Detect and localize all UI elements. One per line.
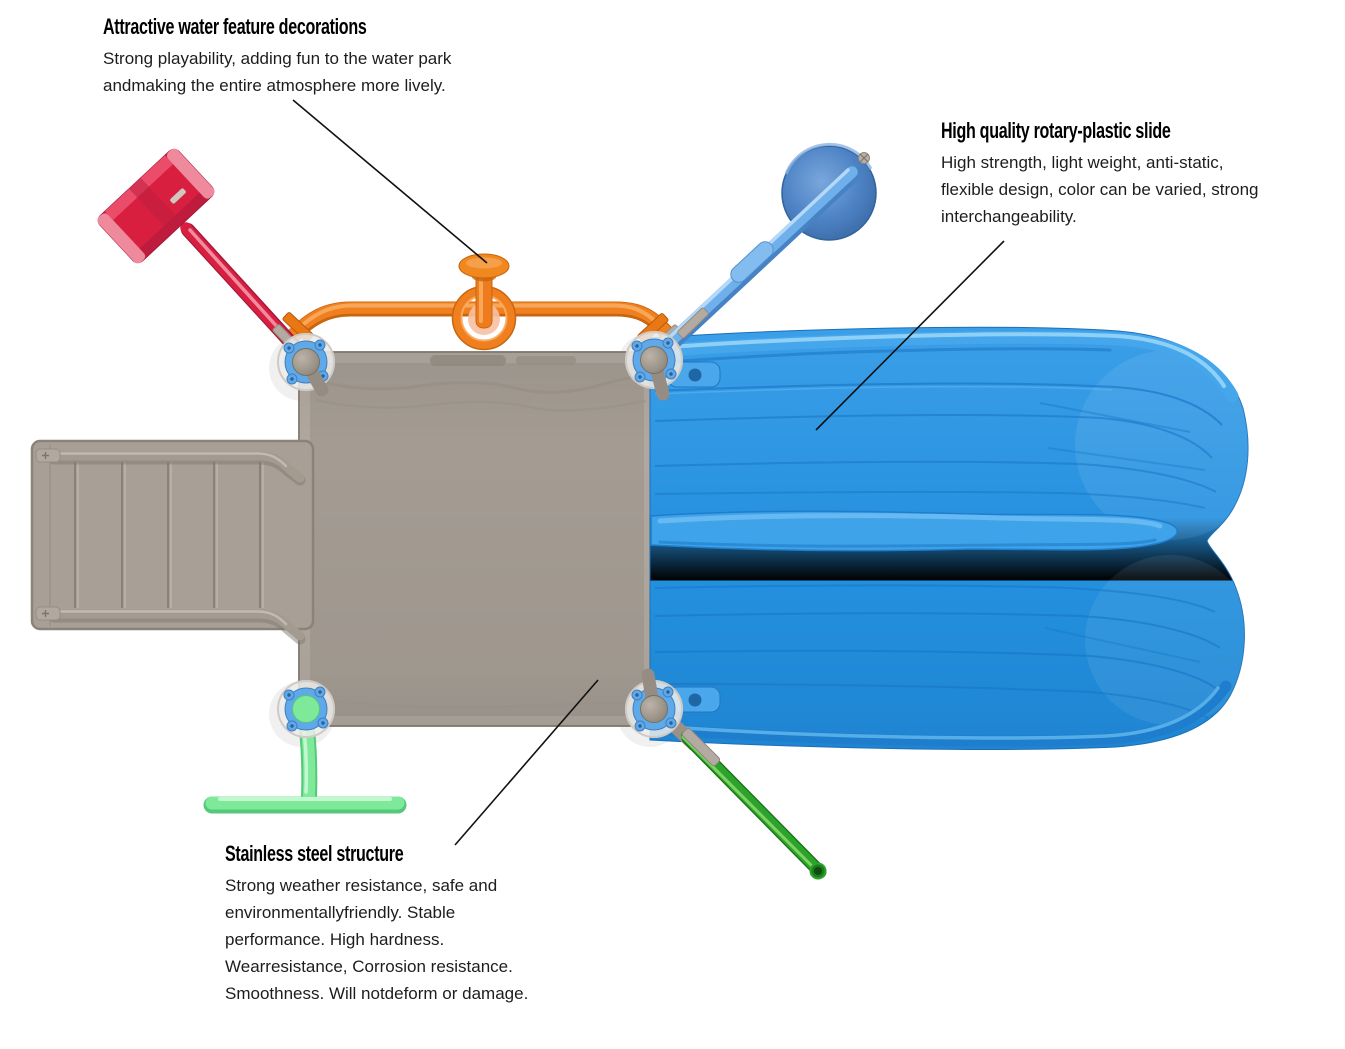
tab-hole xyxy=(688,693,702,707)
red-spinner xyxy=(97,148,311,364)
annotation-title: Stainless steel structure xyxy=(225,841,404,866)
pole-sleeve xyxy=(730,241,774,283)
slide-bottom-rail xyxy=(650,680,1232,747)
green-spray-pipe xyxy=(653,705,827,880)
annotation-structure: Stainless steel structure Strong weather… xyxy=(225,841,655,1007)
leader-line-water-feature xyxy=(292,99,488,264)
spinner-pin xyxy=(170,188,186,204)
annotation-slide: High quality rotary-plastic slide High s… xyxy=(941,118,1341,230)
platform-top-slots xyxy=(430,355,576,366)
corner-joint-bottom-right xyxy=(625,668,683,738)
water-slide xyxy=(649,326,1265,750)
handrail-mount-tabs xyxy=(35,448,61,621)
leader-line-slide xyxy=(815,240,1005,431)
corner-joint-top-left xyxy=(277,333,335,397)
pole-flange xyxy=(677,307,709,339)
stairs xyxy=(30,439,315,645)
blue-funnel-pole xyxy=(651,142,877,364)
spray-pipe-collar xyxy=(681,727,721,767)
shower-head xyxy=(458,253,510,329)
handrail-top xyxy=(47,451,306,486)
platform xyxy=(298,351,654,727)
handrail-bottom xyxy=(47,609,306,645)
annotation-body: Strong playability, adding fun to the wa… xyxy=(103,49,452,95)
corner-joint-top-right xyxy=(625,331,683,401)
annotation-body: Strong weather resistance, safe and envi… xyxy=(225,876,529,1003)
leader-line-structure xyxy=(454,679,599,846)
spinner-drum xyxy=(97,148,215,264)
tab-hole xyxy=(688,368,702,382)
platform-ripples xyxy=(315,375,648,709)
annotation-body: High strength, light weight, anti-static… xyxy=(941,153,1259,226)
slide-grooves-top xyxy=(654,382,1223,509)
spray-arch-pipe xyxy=(271,253,681,352)
funnel-screw-nub xyxy=(858,152,870,164)
slide-grooves-bottom xyxy=(654,584,1221,719)
slide-top-rail xyxy=(649,330,1239,403)
annotation-lines xyxy=(292,99,1005,846)
corner-joint-bottom-left xyxy=(277,680,335,738)
slide-divider xyxy=(650,510,1178,552)
annotation-water-feature: Attractive water feature decorations Str… xyxy=(103,14,583,99)
spray-pipe-mouth xyxy=(809,862,827,880)
step-lines xyxy=(74,462,264,608)
annotation-title: High quality rotary-plastic slide xyxy=(941,118,1171,143)
annotation-title: Attractive water feature decorations xyxy=(103,14,367,39)
